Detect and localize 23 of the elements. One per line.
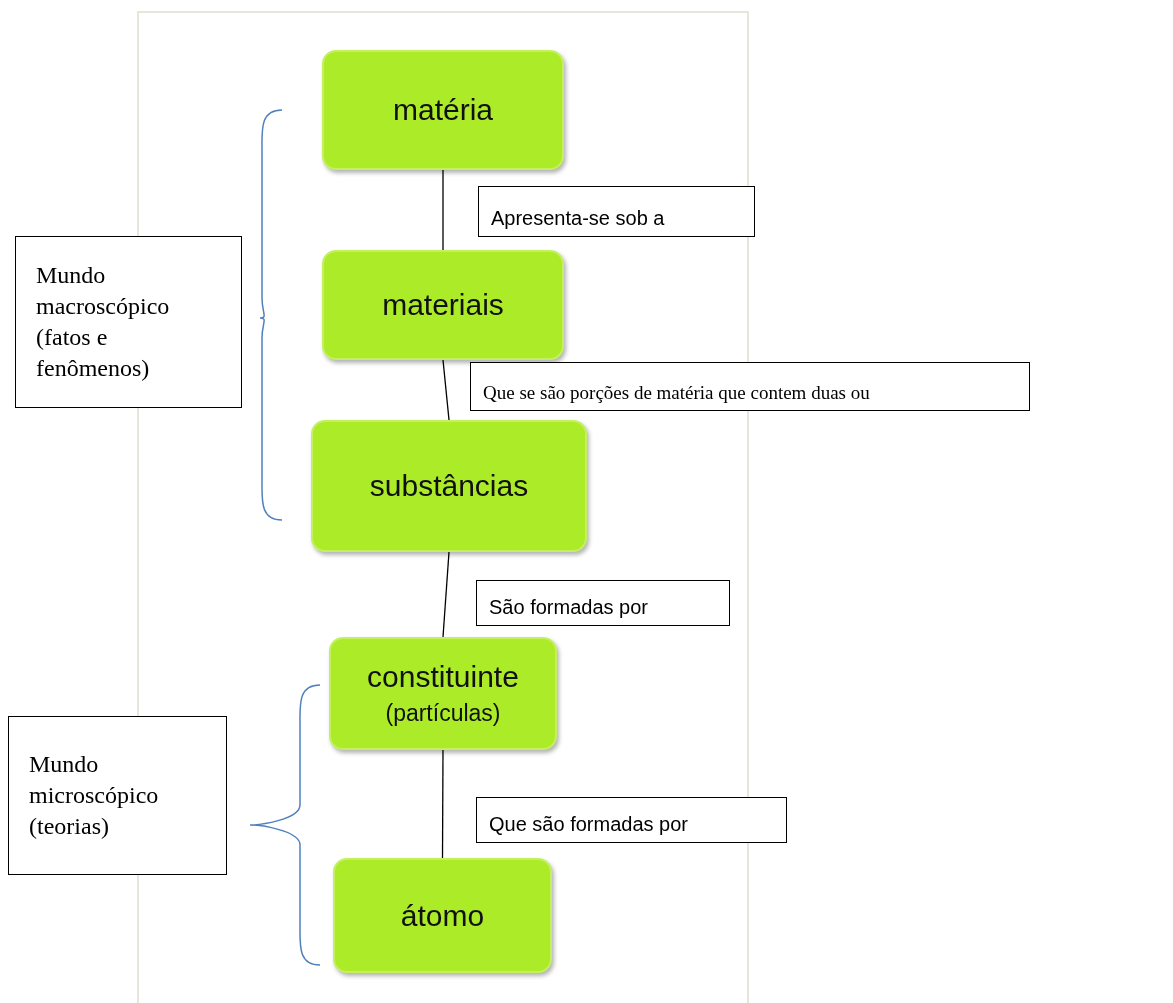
edge-label: Que se são porções de matéria que contem duas ou <box>470 362 1030 411</box>
concept-box <box>311 420 587 552</box>
concept-box <box>333 858 552 973</box>
node-text: substâncias <box>369 469 529 503</box>
subtitle-text: (partículas) <box>385 700 501 727</box>
node-text: constituinte <box>367 660 519 694</box>
text-box <box>8 716 227 875</box>
concept-box <box>322 250 564 360</box>
node-text: Mundo microscópico (teorias) <box>29 749 160 842</box>
connector-line <box>442 551 450 638</box>
node-text: materiais <box>382 288 504 322</box>
connector-line <box>441 749 444 859</box>
concept-box <box>322 50 564 170</box>
connector-line <box>442 359 450 421</box>
node-text: átomo <box>400 898 485 933</box>
node-text: matéria <box>392 93 493 127</box>
connector-line <box>442 169 444 251</box>
edge-label: São formadas por <box>476 580 730 626</box>
edge-label: Apresenta-se sob a <box>478 186 755 237</box>
concept-box <box>329 637 557 750</box>
edge-label: Que são formadas por <box>476 797 787 843</box>
text-box <box>15 236 242 408</box>
node-text: Mundo macroscópico (fatos e fenômenos) <box>36 260 171 384</box>
